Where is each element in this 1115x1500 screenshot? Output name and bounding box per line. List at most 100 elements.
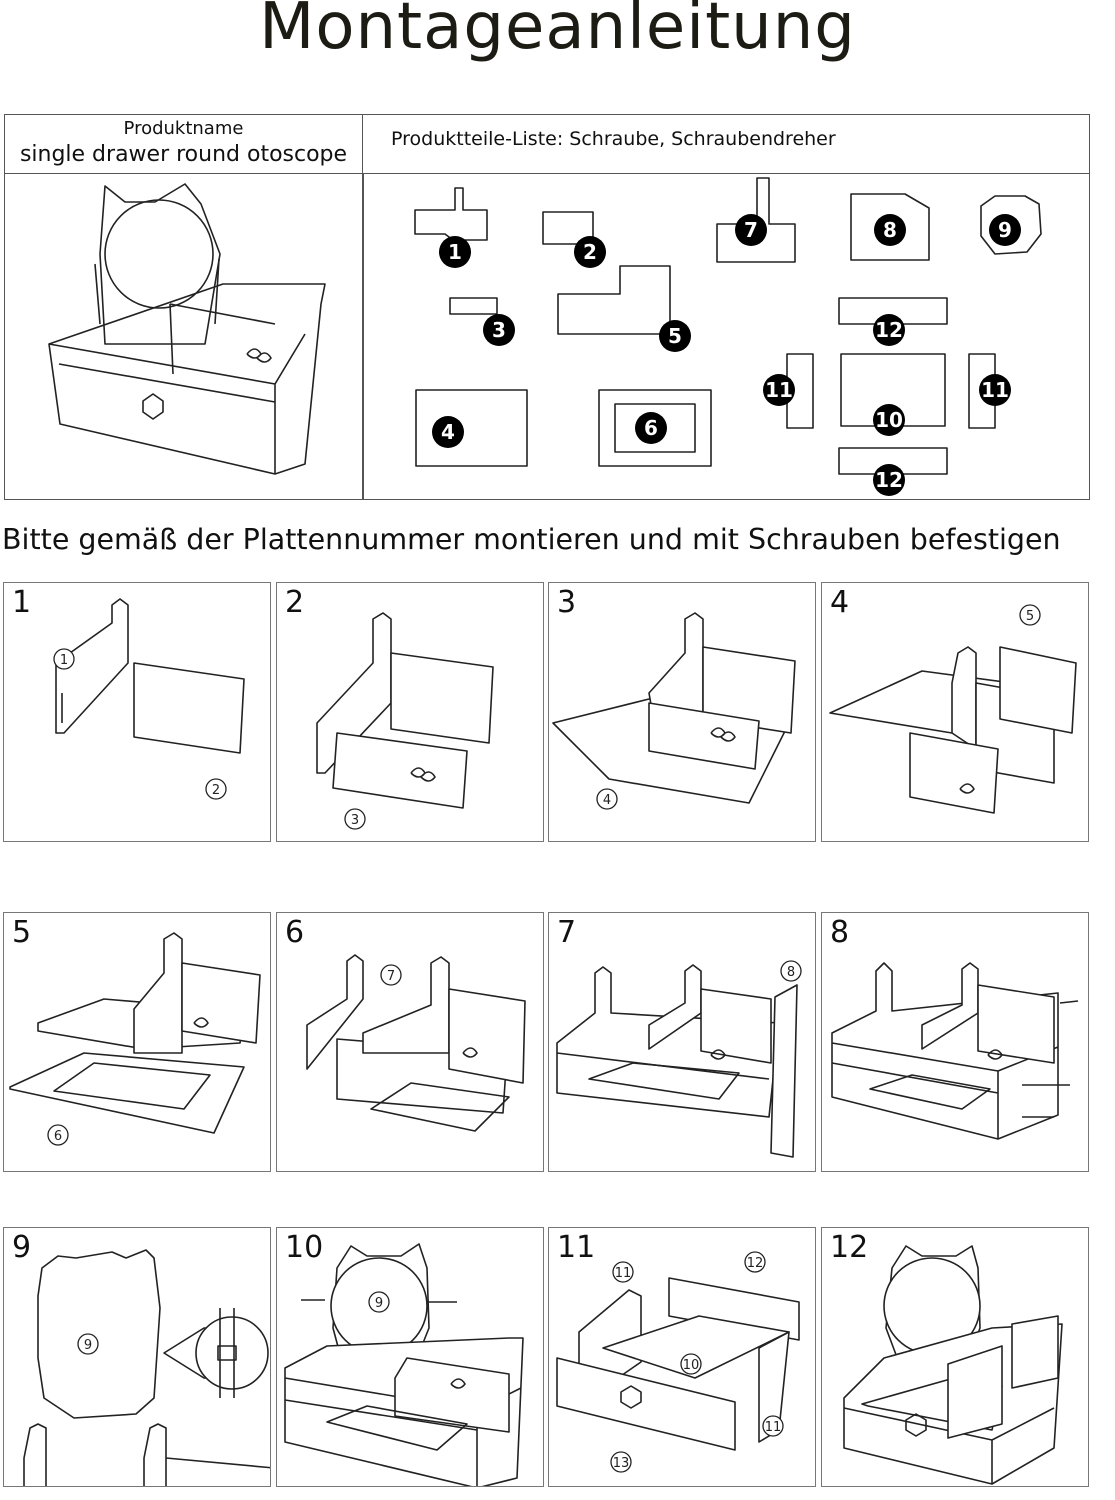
svg-text:9: 9 — [84, 1338, 92, 1353]
svg-text:10: 10 — [875, 408, 903, 432]
step-number: 10 — [285, 1230, 324, 1265]
step-number: 8 — [830, 915, 850, 950]
step-drawing: 9 — [23, 1249, 270, 1486]
step-drawing: 9 — [284, 1243, 524, 1486]
part-callout-1: 1 — [53, 648, 75, 670]
svg-text:5: 5 — [668, 324, 682, 348]
part-callout-9: 9 — [77, 1333, 99, 1355]
svg-text:7: 7 — [744, 218, 758, 242]
svg-text:7: 7 — [387, 969, 395, 984]
parts-list-text: Produktteile-Liste: Schraube, Schraubend… — [391, 128, 836, 150]
step-drawing: 4 — [552, 612, 796, 810]
step-drawing: 11 12 10 11 13 — [556, 1251, 800, 1473]
product-cell: Produktname single drawer round otoscope — [5, 115, 363, 173]
svg-text:13: 13 — [613, 1456, 630, 1471]
svg-text:3: 3 — [351, 813, 359, 828]
part-callout-12: 12 — [744, 1251, 766, 1273]
step-number: 4 — [830, 585, 850, 620]
part-callout-2: 2 — [205, 778, 227, 800]
part-callout-3: 3 — [344, 808, 366, 830]
svg-text:4: 4 — [603, 793, 611, 808]
part-callout-4: 4 — [596, 788, 618, 810]
part-badge-7: 7 — [735, 214, 767, 246]
svg-text:11: 11 — [765, 1420, 782, 1435]
svg-text:11: 11 — [765, 378, 793, 402]
part-callout-9: 9 — [368, 1291, 390, 1313]
part-callout-11: 11 — [612, 1261, 634, 1283]
step-number: 6 — [285, 915, 305, 950]
part-badge-6: 6 — [635, 412, 667, 444]
svg-text:2: 2 — [212, 783, 220, 798]
step-drawing: 7 — [306, 954, 526, 1132]
svg-text:6: 6 — [54, 1129, 62, 1144]
step-drawing: 8 — [556, 960, 802, 1158]
part-badge-3: 3 — [483, 314, 515, 346]
part-callout-10: 10 — [680, 1353, 702, 1375]
part-callout-13: 13 — [610, 1451, 632, 1473]
part-badge-1: 1 — [439, 236, 471, 268]
svg-text:11: 11 — [981, 378, 1009, 402]
step-number: 7 — [557, 915, 577, 950]
svg-text:5: 5 — [1026, 609, 1034, 624]
part-badge-12: 12 — [873, 314, 905, 346]
svg-text:6: 6 — [644, 416, 658, 440]
step-drawing: 5 — [829, 604, 1077, 814]
part-badge-8: 8 — [874, 214, 906, 246]
step-number: 1 — [12, 585, 32, 620]
step-number: 11 — [557, 1230, 596, 1265]
svg-text:9: 9 — [998, 218, 1012, 242]
svg-text:3: 3 — [492, 318, 506, 342]
part-badge-2: 2 — [574, 236, 606, 268]
svg-text:11: 11 — [615, 1266, 632, 1281]
step-drawing — [843, 1245, 1063, 1485]
step-number: 9 — [12, 1230, 32, 1265]
part-badge-4: 4 — [432, 416, 464, 448]
part-callout-6: 6 — [47, 1124, 69, 1146]
step-number: 5 — [12, 915, 32, 950]
svg-text:1: 1 — [60, 653, 68, 668]
svg-text:12: 12 — [875, 318, 903, 342]
step-drawing: 12 — [53, 598, 245, 800]
product-name-value: single drawer round otoscope — [19, 142, 348, 167]
part-badge-11: 11 — [763, 374, 795, 406]
step-drawing: 3 — [316, 612, 494, 830]
assembled-product-drawing — [48, 183, 326, 475]
svg-text:8: 8 — [787, 965, 795, 980]
step-drawing: 6 — [9, 932, 261, 1146]
svg-text:2: 2 — [583, 240, 597, 264]
part-callout-11: 11 — [762, 1415, 784, 1437]
page-title: Montageanleitung — [259, 0, 856, 64]
svg-text:8: 8 — [883, 218, 897, 242]
step-number: 3 — [557, 585, 577, 620]
instruction-text: Bitte gemäß der Plattennummer montieren … — [2, 523, 1061, 556]
svg-text:12: 12 — [747, 1256, 764, 1271]
part-callout-8: 8 — [780, 960, 802, 982]
svg-text:10: 10 — [683, 1358, 700, 1373]
overview-divider — [362, 174, 364, 499]
product-name-label: Produktname — [123, 118, 244, 139]
svg-text:1: 1 — [448, 240, 462, 264]
part-badge-5: 5 — [659, 320, 691, 352]
step-panel: 12 — [821, 1227, 1089, 1487]
svg-text:4: 4 — [441, 420, 455, 444]
step-panel: 9 10 — [276, 1227, 544, 1487]
part-badge-12: 12 — [873, 464, 905, 496]
header-table: Produktname single drawer round otoscope… — [4, 114, 1090, 174]
svg-text:12: 12 — [875, 468, 903, 492]
step-panel: 11 12 10 11 13 11 — [548, 1227, 816, 1487]
step-drawing — [831, 962, 1079, 1140]
step-panel: 8 — [821, 912, 1089, 1172]
part-badge-10: 10 — [873, 404, 905, 436]
part-callout-5: 5 — [1019, 604, 1041, 626]
